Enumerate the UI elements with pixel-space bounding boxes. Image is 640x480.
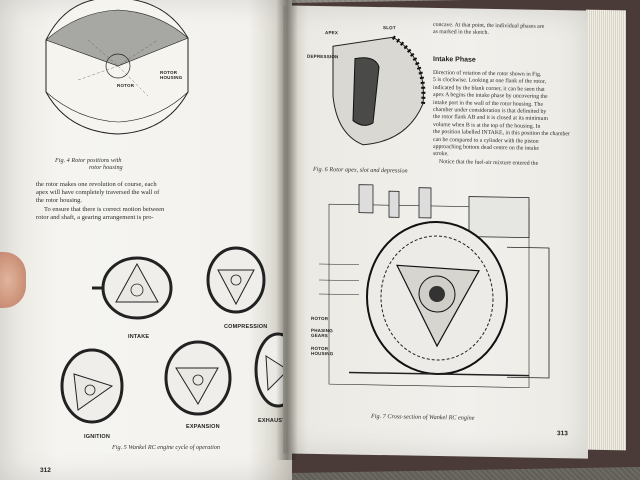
fig5-expansion-label: EXPANSION <box>186 424 220 430</box>
fig5-ignition-diagram <box>60 348 124 424</box>
left-body-line: apex will have completely traversed the … <box>36 189 160 197</box>
book-gutter <box>276 0 298 460</box>
fig5-intake-label: INTAKE <box>128 334 150 340</box>
fig4-caption-line1: Fig. 4 Rotor positions with <box>55 157 122 164</box>
fig7-caption: Fig. 7 Cross-section of Wankel RC engine <box>371 412 475 422</box>
fig6-rotor-apex-diagram <box>332 35 426 146</box>
fig4-rotor-diagram <box>45 0 189 135</box>
intake-phase-heading: Intake Phase <box>433 55 476 64</box>
fig6-slot-label: SLOT <box>383 25 396 31</box>
fig4-rotor-label: ROTOR <box>117 83 135 88</box>
fig6-caption: Fig. 6 Rotor apex, slot and depression <box>313 165 408 175</box>
fig7-phasing-gears-label: PHASING GEARS <box>311 327 333 339</box>
fig5-intake-diagram <box>92 256 173 320</box>
left-body-line: rotor and shaft, a gearing arrangement i… <box>36 213 154 221</box>
left-page-number: 312 <box>40 467 51 474</box>
fig4-caption-line2: rotor housing <box>89 164 123 171</box>
left-body-line: the rotor makes one revolution of course… <box>36 181 157 188</box>
fig5-expansion-diagram <box>164 340 232 416</box>
fig5-ignition-label: IGNITION <box>84 434 111 440</box>
fig7-engine-cross-section <box>319 184 550 388</box>
page-edges <box>586 9 626 451</box>
left-body-line: the rotor housing. <box>36 197 83 205</box>
fig5-compression-diagram <box>206 246 266 314</box>
finger <box>0 252 26 308</box>
intake-phase-text: Direction of rotation of the rotor shown… <box>433 70 583 169</box>
fig5-caption: Fig. 5 Wankel RC engine cycle of operati… <box>112 444 221 451</box>
fig6-depression-label: DEPRESSION <box>307 53 339 60</box>
fig6-apex-label: APEX <box>325 30 339 36</box>
left-body-text: the rotor makes one revolution of course… <box>36 181 236 222</box>
right-page: APEX SLOT DEPRESSION Fig. 6 Rotor apex, … <box>283 5 588 459</box>
right-top-line: as marked in the sketch. <box>433 29 489 37</box>
left-page: ROTOR HOUSING ROTOR Fig. 4 Rotor positio… <box>0 0 292 480</box>
right-page-number: 313 <box>557 430 568 438</box>
fig5-compression-label: COMPRESSION <box>224 324 268 330</box>
fig7-rotor-label: ROTOR <box>311 315 329 322</box>
fig4-rotor-housing-label: ROTOR HOUSING <box>160 70 183 80</box>
fig5-exhaust-label: EXHAUST <box>258 418 286 424</box>
intake-line: Notice that the fuel-air mixture entered… <box>439 158 539 167</box>
fig4-caption: Fig. 4 Rotor positions with rotor housin… <box>55 157 123 171</box>
fig7-rotor-housing-label: ROTOR HOUSING <box>311 345 334 357</box>
left-body-line: To ensure that there is correct motion b… <box>44 205 165 213</box>
right-top-text: concave. At that point, the individual p… <box>433 22 583 39</box>
